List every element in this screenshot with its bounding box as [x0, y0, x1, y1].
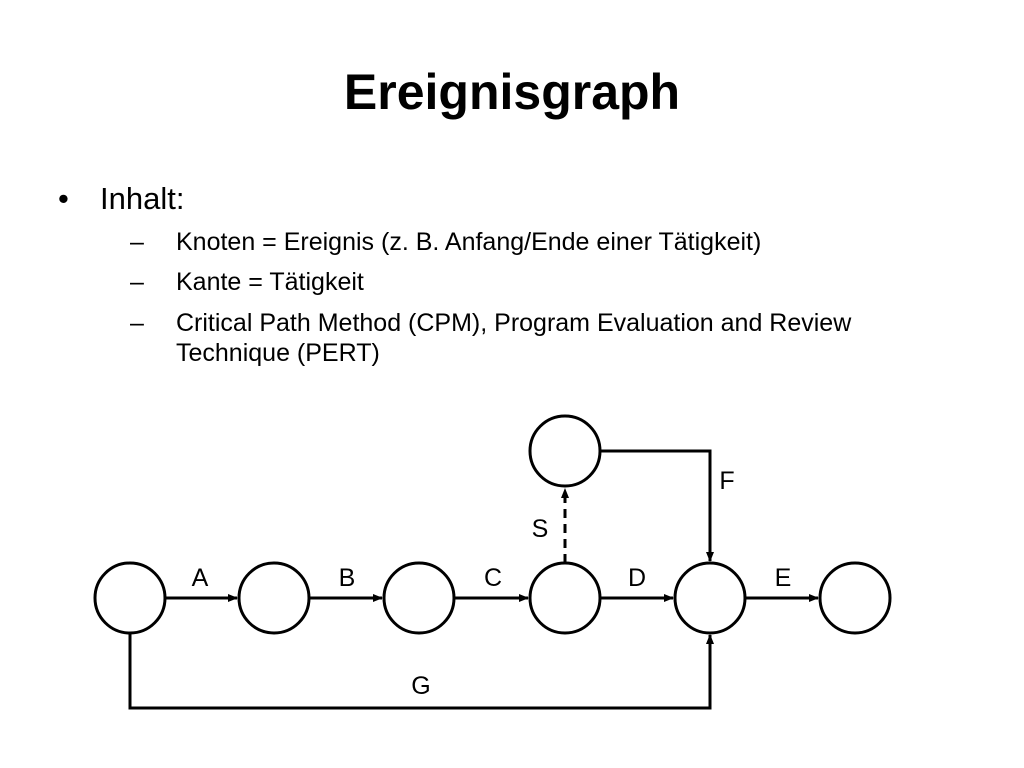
edge-label-b: B — [339, 564, 356, 592]
event-node-6 — [818, 561, 892, 635]
dash-marker: – — [130, 227, 144, 256]
event-node-2 — [237, 561, 311, 635]
sub-bullet-list: – Knoten = Ereignis (z. B. Anfang/Ende e… — [100, 227, 958, 369]
event-node-5 — [673, 561, 747, 635]
dash-marker: – — [130, 308, 144, 337]
edge-label-f: F — [719, 467, 734, 495]
edge-label-e: E — [775, 564, 792, 592]
event-node-3 — [382, 561, 456, 635]
edge-f-arrow — [600, 449, 714, 562]
sub-bullet-text: Critical Path Method (CPM), Program Eval… — [176, 308, 852, 368]
edge-label-g: G — [411, 672, 430, 700]
event-node-1 — [93, 561, 167, 635]
sub-bullet-text: Kante = Tätigkeit — [176, 268, 364, 297]
dash-marker: – — [130, 268, 144, 297]
edge-label-d: D — [628, 564, 646, 592]
bullet-text: Inhalt: — [100, 181, 185, 216]
slide-title: Ereignisgraph — [343, 64, 681, 120]
sub-bullet-kante: – Kante = Tätigkeit — [130, 267, 958, 298]
sub-bullet-knoten: – Knoten = Ereignis (z. B. Anfang/Ende e… — [130, 227, 958, 258]
bullet-marker: • — [58, 181, 69, 216]
bullet-list: • Inhalt: – Knoten = Ereignis (z. B. Anf… — [58, 180, 958, 379]
edge-label-s: S — [532, 515, 549, 543]
edge-label-a: A — [192, 564, 209, 592]
event-node-4 — [528, 561, 602, 635]
sub-bullet-text: Knoten = Ereignis (z. B. Anfang/Ende ein… — [176, 227, 762, 256]
bullet-inhalt: • Inhalt: – Knoten = Ereignis (z. B. Anf… — [58, 180, 958, 369]
edge-g-arrow — [128, 633, 714, 710]
sub-bullet-cpm-pert: – Critical Path Method (CPM), Program Ev… — [130, 308, 958, 369]
edge-label-c: C — [484, 564, 502, 592]
event-node-top — [528, 414, 602, 488]
